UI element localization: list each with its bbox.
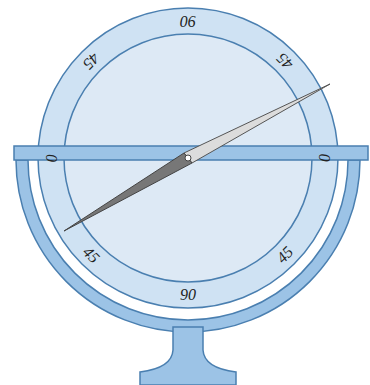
scale-number: 90 (180, 287, 196, 303)
needle-light-half (184, 84, 330, 163)
stand-stem (140, 327, 236, 385)
needle-pivot (185, 155, 191, 161)
scale-number: 0 (43, 154, 59, 162)
scale-number: 90 (180, 13, 196, 29)
needle-dark-half (64, 153, 192, 231)
scale-number: 0 (317, 154, 333, 162)
